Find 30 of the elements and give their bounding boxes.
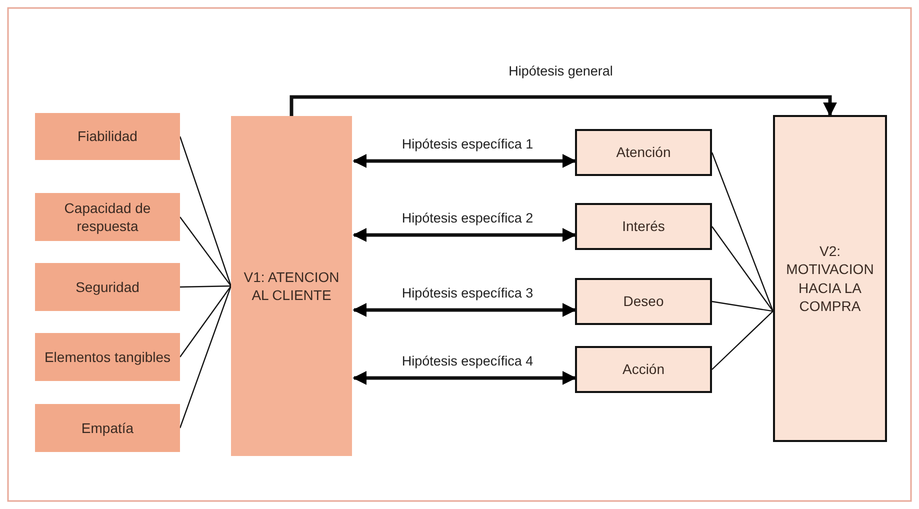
dimension-box: Acción	[575, 346, 712, 393]
factor-box: Elementos tangibles	[35, 333, 180, 381]
factor-box: Fiabilidad	[35, 113, 180, 160]
connector-line	[180, 286, 232, 358]
connector-line	[712, 300, 774, 312]
factor-box: Capacidad de respuesta	[35, 193, 180, 241]
connector-line	[712, 226, 774, 312]
connector-line	[711, 152, 774, 312]
edge-label: Hipótesis específica 3	[400, 285, 536, 300]
variable-box: V1: ATENCION AL CLIENTE	[231, 116, 352, 456]
arrow	[352, 228, 576, 242]
dimension-box: Deseo	[575, 278, 712, 325]
factor-box: Empatía	[35, 404, 180, 452]
edge-label: Hipótesis específica 1	[400, 136, 536, 152]
connector-line	[179, 136, 232, 286]
arrow	[352, 370, 576, 385]
dimension-box: Atención	[575, 129, 712, 176]
arrow	[352, 302, 576, 317]
factor-box: Seguridad	[35, 263, 180, 311]
connector-line	[180, 216, 232, 286]
edge-label: Hipótesis general	[506, 64, 615, 78]
edge-label: Hipótesis específica 2	[400, 210, 536, 226]
variable-box: V2: MOTIVACION HACIA LA COMPRA	[773, 115, 887, 442]
edge-label: Hipótesis específica 4	[400, 353, 536, 368]
connector-line	[180, 285, 232, 288]
arrow	[290, 95, 837, 116]
connector-line	[179, 286, 232, 428]
connector-line	[712, 310, 774, 370]
dimension-box: Interés	[575, 203, 712, 250]
arrow	[352, 154, 576, 168]
